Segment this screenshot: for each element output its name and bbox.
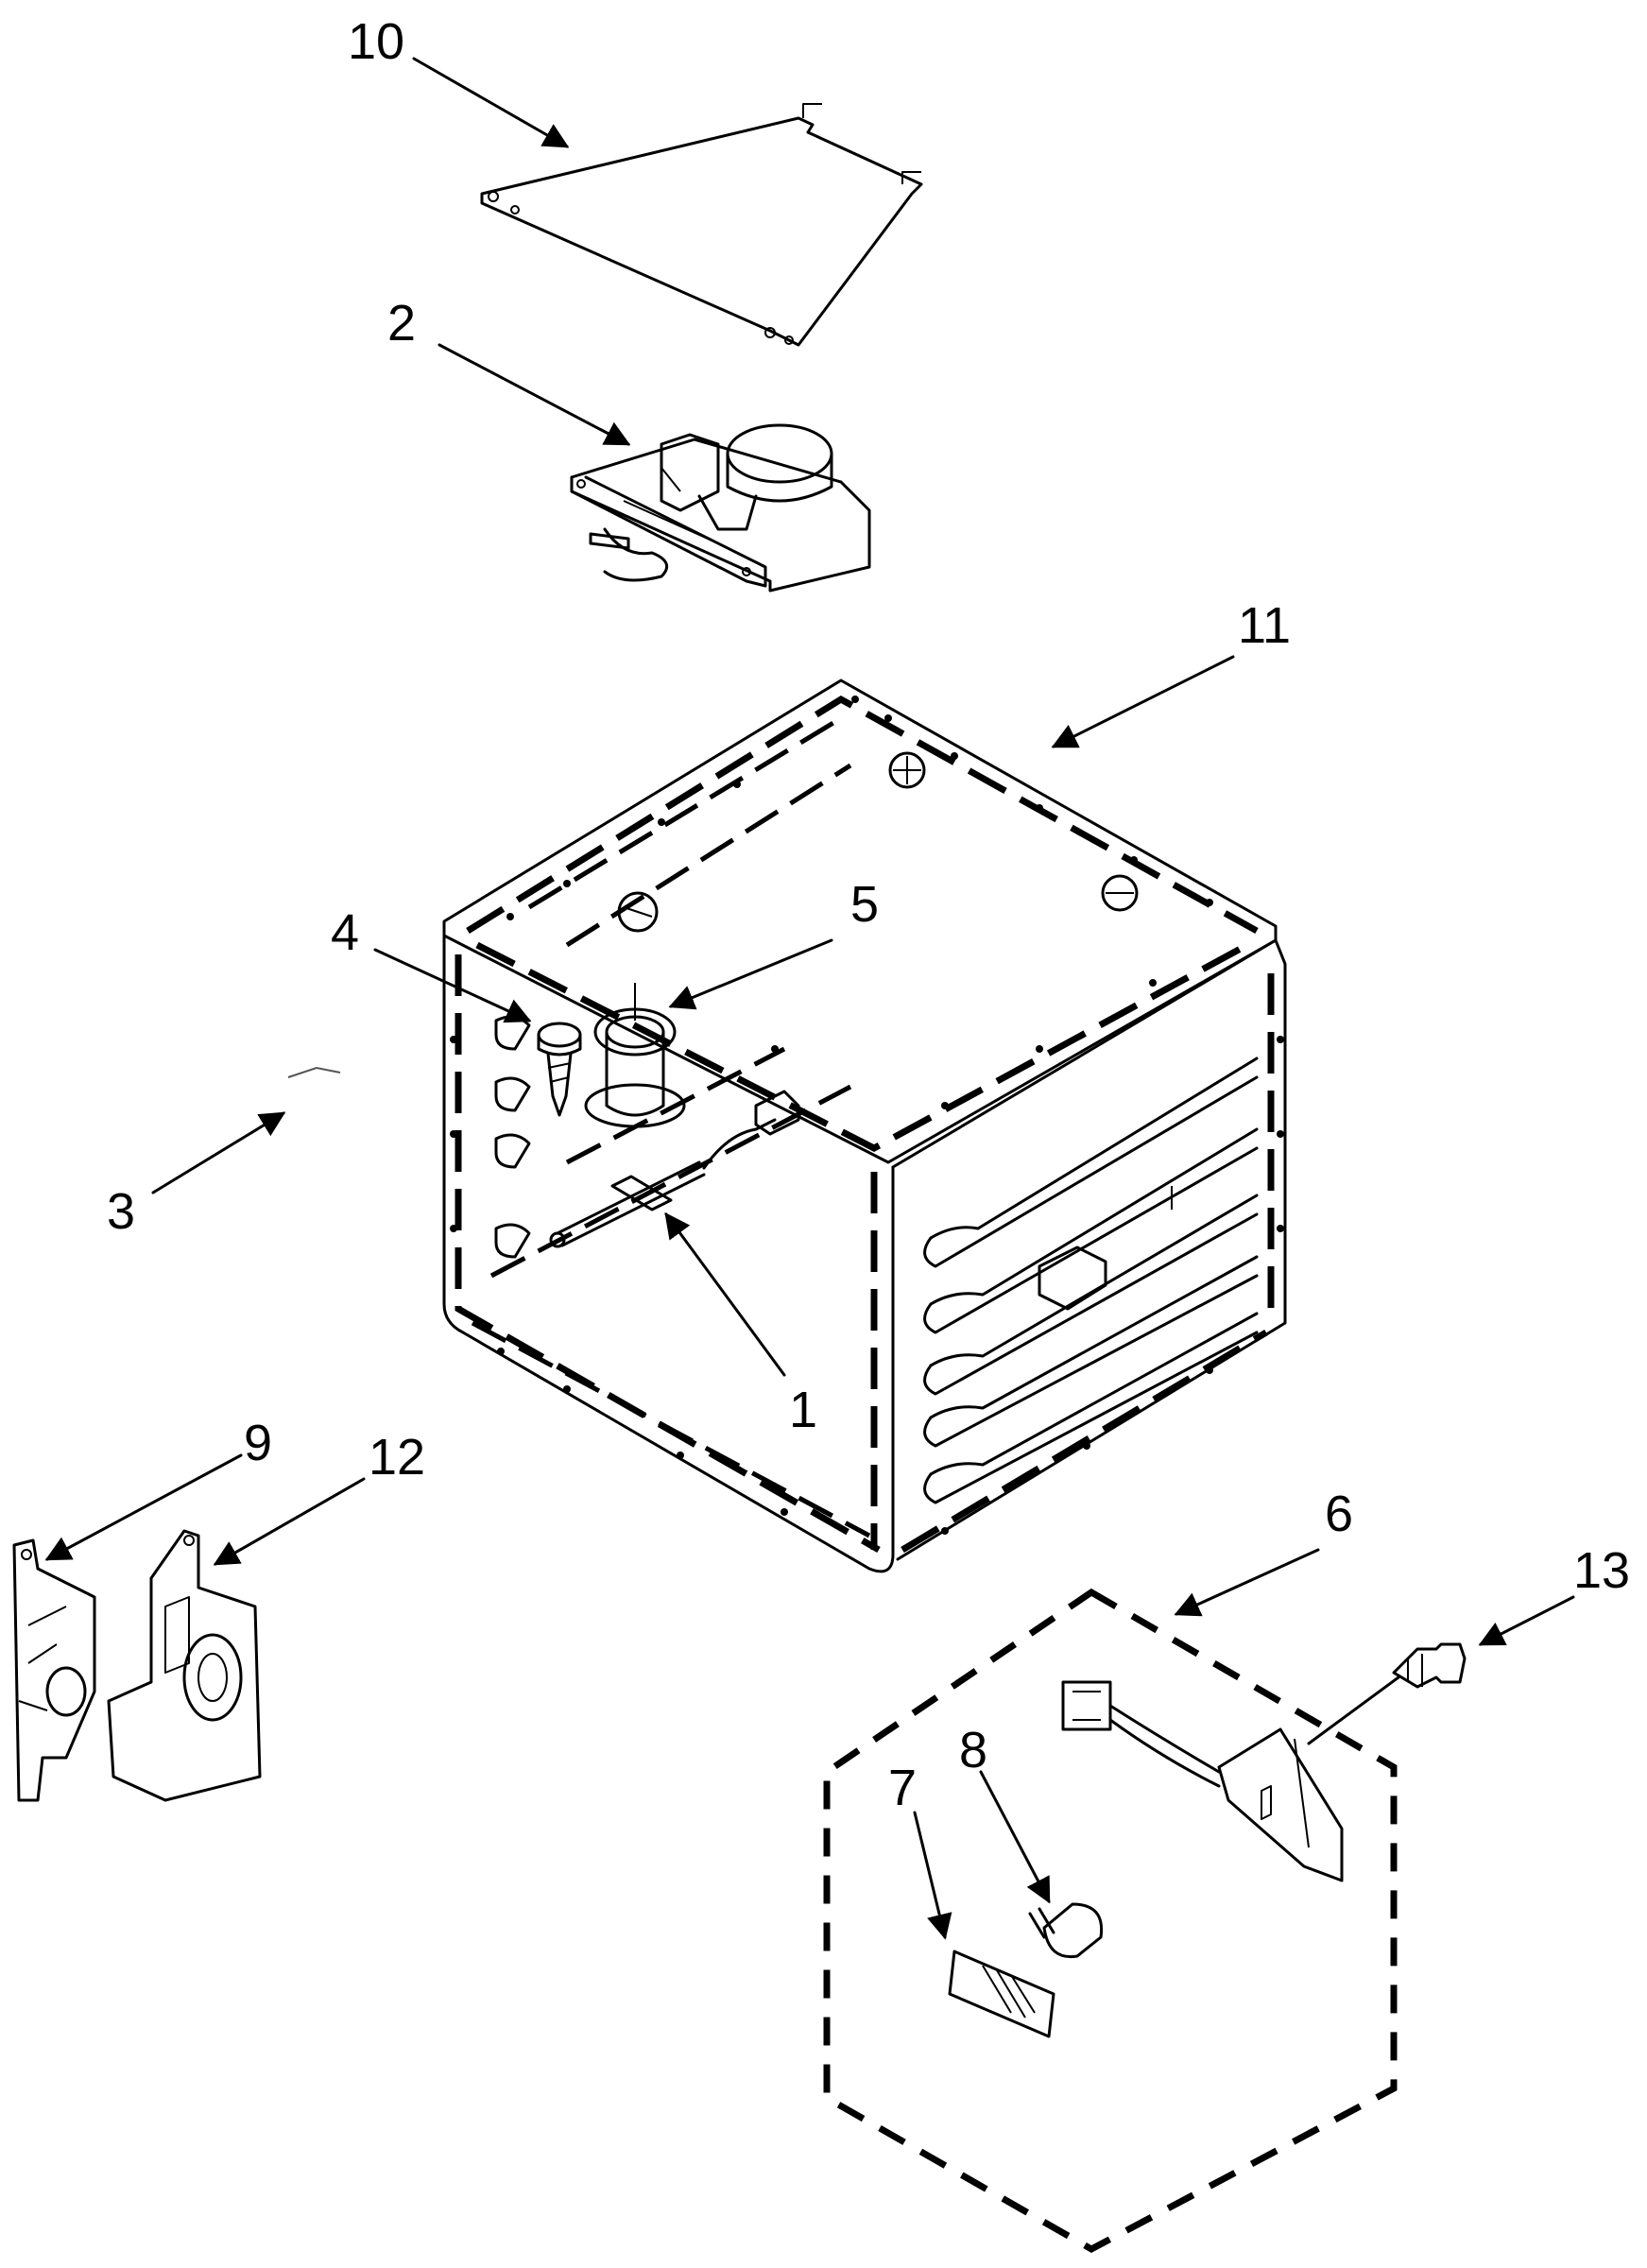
arrow-9 bbox=[44, 1453, 243, 1561]
part-7-lens bbox=[948, 1950, 1055, 2038]
arrow-8 bbox=[979, 1770, 1051, 1904]
callout-8: 8 bbox=[959, 1722, 987, 1778]
part-3-bracket bbox=[287, 1066, 341, 1078]
callout-3: 3 bbox=[107, 1183, 135, 1240]
arrow-7 bbox=[913, 1811, 952, 1940]
part-4-screw bbox=[537, 1022, 582, 1117]
arrow-10 bbox=[412, 57, 570, 148]
part-2-door-latch bbox=[570, 423, 871, 593]
arrow-6 bbox=[1174, 1548, 1320, 1617]
part-9-hinge bbox=[12, 1538, 96, 1802]
part-6-light-assembly bbox=[823, 1588, 1398, 2253]
part-11-oven-cavity bbox=[442, 679, 1287, 1573]
callout-12: 12 bbox=[369, 1429, 425, 1486]
callout-labels: 10 2 11 4 5 3 1 9 12 6 13 8 7 bbox=[107, 13, 1630, 1816]
part-12-hinge bbox=[107, 1529, 262, 1802]
arrow-2 bbox=[437, 343, 631, 446]
callout-5: 5 bbox=[850, 876, 879, 933]
arrow-3 bbox=[151, 1111, 286, 1194]
part-13-screw bbox=[1307, 1642, 1467, 1745]
leader-arrows bbox=[44, 57, 1575, 1940]
arrow-13 bbox=[1478, 1595, 1575, 1646]
callout-9: 9 bbox=[244, 1415, 272, 1471]
part-10-top-plate bbox=[480, 103, 923, 347]
callout-11: 11 bbox=[1238, 597, 1291, 654]
arrow-11 bbox=[1051, 655, 1235, 748]
part-1-probe bbox=[549, 1090, 800, 1248]
arrow-1 bbox=[664, 1211, 786, 1377]
callout-7: 7 bbox=[888, 1760, 917, 1816]
part-5-sensor bbox=[584, 983, 686, 1128]
callout-1: 1 bbox=[789, 1382, 817, 1438]
callout-13: 13 bbox=[1573, 1542, 1630, 1599]
callout-10: 10 bbox=[348, 13, 404, 70]
part-8-bulb bbox=[1028, 1902, 1104, 1959]
arrow-4 bbox=[373, 948, 532, 1023]
arrow-12 bbox=[213, 1477, 366, 1566]
arrow-5 bbox=[668, 938, 833, 1010]
callout-2: 2 bbox=[387, 295, 416, 352]
callout-4: 4 bbox=[331, 904, 359, 961]
callout-6: 6 bbox=[1325, 1486, 1353, 1542]
